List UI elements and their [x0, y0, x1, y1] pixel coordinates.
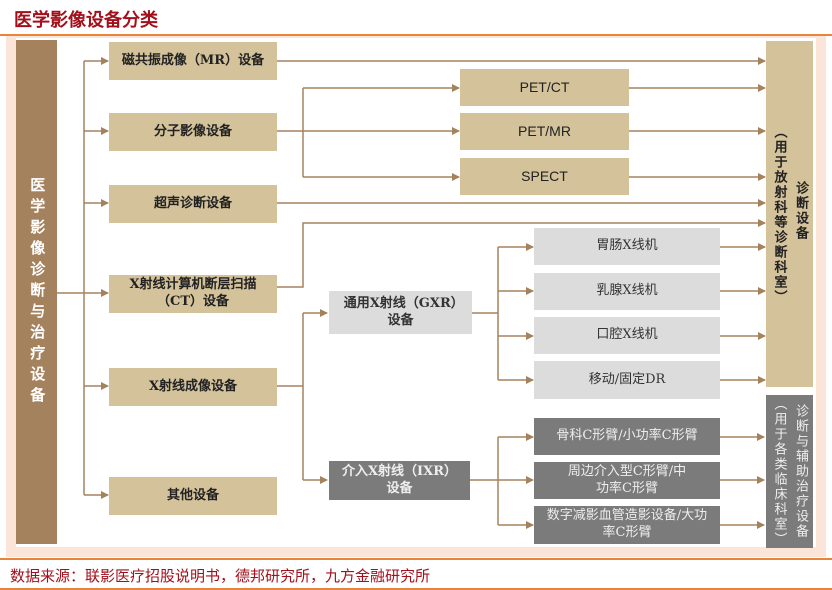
node-dr[interactable]: 移动/固定DR	[534, 361, 720, 399]
node-ixr[interactable]: 介入X射线（IXR）设备	[329, 461, 470, 500]
node-label: 骨科C形臂/小功率C形臂	[556, 428, 698, 444]
node-peripheral-carm[interactable]: 周边介入型C形臂/中功率C形臂	[534, 462, 720, 499]
root-node: 医学影像诊断与治疗设备	[16, 40, 57, 544]
node-label: 胃肠X线机	[596, 238, 658, 254]
source-note: 数据来源：联影医疗招股说明书，德邦研究所，九方金融研究所	[10, 567, 431, 585]
target-note: （用于放射科等诊断科室）	[771, 125, 787, 305]
node-gxr[interactable]: 通用X射线（GXR）设备	[329, 291, 472, 334]
node-label: 数字减影血管造影设备/大功率C形臂	[546, 508, 708, 540]
node-gi-xray[interactable]: 胃肠X线机	[534, 228, 720, 265]
node-label: 周边介入型C形臂/中功率C形臂	[567, 463, 687, 496]
category-label: X射线成像设备	[148, 378, 238, 394]
category-mr[interactable]: 磁共振成像（MR）设备	[109, 42, 277, 80]
node-dsa[interactable]: 数字减影血管造影设备/大功率C形臂	[534, 506, 720, 544]
target-label: 诊断设备	[793, 181, 808, 241]
root-label: 医学影像诊断与治疗设备	[28, 176, 47, 408]
node-dental-xray[interactable]: 口腔X线机	[534, 317, 720, 354]
target-label: 诊断与辅助治疗设备	[793, 404, 808, 539]
category-label: 其他设备	[166, 487, 219, 503]
category-molecular[interactable]: 分子影像设备	[109, 113, 277, 151]
node-ortho-carm[interactable]: 骨科C形臂/小功率C形臂	[534, 418, 720, 455]
node-mammo-xray[interactable]: 乳腺X线机	[534, 273, 720, 310]
target-note: （用于各类临床科室）	[771, 396, 787, 547]
category-label: 磁共振成像（MR）设备	[121, 52, 265, 68]
node-pet-ct[interactable]: PET/CT	[460, 69, 629, 106]
target-treatment: （用于各类临床科室） 诊断与辅助治疗设备	[766, 395, 813, 548]
footer: 数据来源：联影医疗招股说明书，德邦研究所，九方金融研究所	[0, 558, 832, 590]
arrow-ct-diag	[277, 219, 766, 288]
category-ultrasound[interactable]: 超声诊断设备	[109, 185, 277, 223]
page-title: 医学影像设备分类	[14, 10, 158, 31]
title-bar: 医学影像设备分类	[0, 0, 832, 36]
category-ct[interactable]: X射线计算机断层扫描（CT）设备	[109, 275, 277, 313]
node-label: 通用X射线（GXR）设备	[343, 295, 458, 328]
node-label: PET/MR	[518, 123, 571, 140]
category-xray[interactable]: X射线成像设备	[109, 368, 277, 406]
node-label: 乳腺X线机	[596, 283, 658, 299]
target-diagnostic: （用于放射科等诊断科室） 诊断设备	[766, 41, 813, 387]
category-label: 分子影像设备	[153, 123, 232, 139]
node-label: 移动/固定DR	[588, 371, 666, 387]
node-pet-mr[interactable]: PET/MR	[460, 113, 629, 150]
node-label: SPECT	[521, 168, 568, 185]
node-label: 口腔X线机	[596, 327, 658, 343]
category-label: X射线计算机断层扫描（CT）设备	[129, 277, 257, 309]
node-label: 介入X射线（IXR）设备	[341, 463, 458, 496]
category-label: 超声诊断设备	[153, 195, 232, 211]
node-spect[interactable]: SPECT	[460, 158, 629, 195]
node-label: PET/CT	[519, 79, 570, 96]
category-other[interactable]: 其他设备	[109, 477, 277, 515]
